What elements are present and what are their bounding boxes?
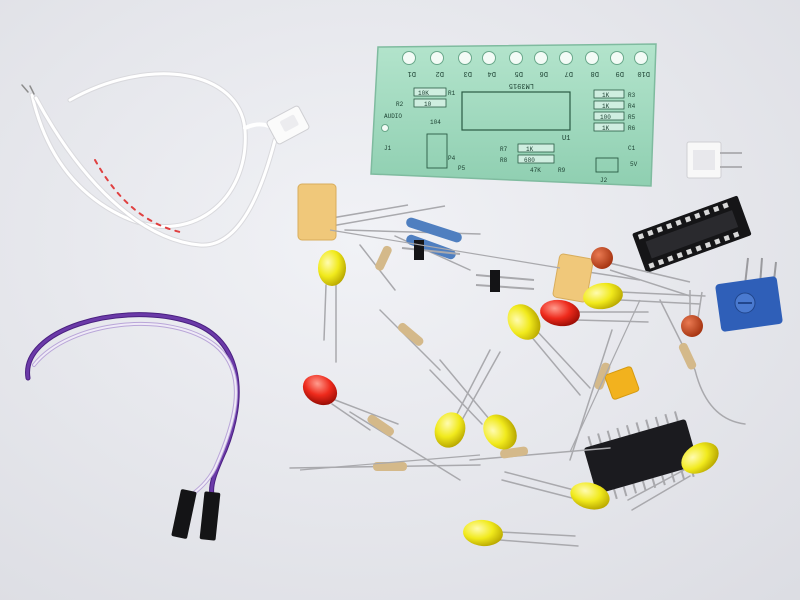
pcb-label-d8: D8 [591, 69, 599, 77]
pcb-u1-label: U1 [562, 135, 570, 143]
pcb-label-r8: R8 [500, 157, 508, 164]
pcb-label-r3: R3 [628, 92, 636, 99]
pcb-label-d9: D9 [616, 69, 624, 77]
pcb-value-47k: 47K [530, 167, 541, 174]
pcb-label-d10: D10 [637, 69, 650, 77]
pcb-board: D1 D2 D3 D4 D5 D6 D7 D8 D9 D10 LM3915 U1… [370, 43, 657, 187]
resistor-beige-6 [569, 329, 613, 461]
led-labels: D1 D2 D3 D4 D5 D6 D7 D8 D9 D10 [408, 69, 650, 77]
led-yellow-3 [429, 359, 517, 450]
pcb-label-r7: R7 [500, 146, 508, 153]
resistor-beige-4 [289, 462, 481, 471]
led-yellow-8 [627, 442, 719, 511]
pcb-j1-label: J1 [384, 145, 392, 152]
resistor-beige-1 [359, 244, 396, 291]
lm3915-chip [584, 411, 698, 502]
pcb-c1-label: C1 [628, 145, 636, 152]
pcb-value-1k-c: 1K [602, 125, 610, 132]
led-pads [402, 51, 648, 65]
pcb-label-d3: D3 [464, 69, 472, 77]
led-yellow-1 [318, 250, 346, 363]
pcb-label-r5: R5 [628, 114, 636, 121]
pcb-value-1k-d: 1K [526, 146, 534, 153]
resistor-beige-3 [349, 411, 461, 481]
resistor-footprints-right: 1K R3 1K R4 100 R5 1K R6 C1 [593, 89, 636, 152]
pcb-value-10: 10 [424, 101, 432, 108]
ceramic-capacitors [591, 247, 703, 337]
component-leads [299, 229, 641, 471]
led-yellow-6 [501, 471, 610, 510]
led-yellow-2 [434, 349, 501, 448]
pcb-label-d2: D2 [436, 69, 444, 77]
pcb-p5-label: P5 [458, 165, 466, 172]
jumper-wires [25, 312, 240, 498]
white-cable [21, 71, 278, 248]
jumper-cap [604, 366, 640, 400]
dupont-connectors [171, 489, 221, 541]
ceramic-capacitor-1 [591, 247, 691, 297]
pcb-chip-label: LM3915 [509, 81, 534, 89]
pcb-audio-label: AUDIO [384, 113, 402, 120]
leds [302, 250, 719, 547]
pcb-value-680: 680 [524, 157, 535, 164]
pcb-label-d4: D4 [488, 69, 496, 77]
film-capacitors [297, 183, 641, 303]
pcb-label-r9: R9 [558, 167, 566, 174]
film-capacitor-1 [297, 183, 446, 241]
cable-connector [266, 105, 310, 145]
pcb-value-1k-b: 1K [602, 103, 610, 110]
pin-header [475, 270, 535, 292]
film-capacitor-2 [552, 253, 641, 303]
resistor-beige-7 [659, 299, 746, 425]
led-yellow-4 [507, 304, 591, 396]
pcb-value-100: 100 [600, 114, 611, 121]
pin-header-small [401, 240, 461, 260]
resistor-beige-5 [469, 446, 611, 461]
pcb-value-10k: 10K [418, 90, 429, 97]
led-yellow-7 [463, 519, 579, 547]
pcb-label-r2: R2 [396, 101, 404, 108]
ic-footprint [461, 91, 571, 131]
resistor-footprints-left: 10K R1 10 R2 AUDIO 104 J1 [384, 87, 456, 152]
bottom-footprints: 1K 680 R7 R8 47K R9 P4 P5 J2 5V [426, 133, 638, 184]
led-red-1 [302, 374, 399, 431]
pcb-label-r6: R6 [628, 125, 636, 132]
resistor-beige-2 [379, 309, 441, 371]
pcb-value-1k-a: 1K [602, 92, 610, 99]
pcb-5v-label: 5V [630, 161, 638, 168]
pcb-label-d5: D5 [515, 69, 523, 77]
trimmer-potentiometer [715, 257, 783, 332]
pcb-label-d1: D1 [408, 69, 416, 77]
led-yellow-5 [583, 282, 706, 310]
pcb-value-104: 104 [430, 119, 441, 126]
pcb-mount-hole [381, 124, 389, 132]
pcb-label-d6: D6 [540, 69, 548, 77]
ic-socket [632, 195, 752, 273]
led-red-2 [540, 299, 649, 327]
pcb-label-r4: R4 [628, 103, 636, 110]
jst-connector [686, 141, 742, 179]
resistor-blue-1 [344, 217, 481, 243]
pcb-p4-label: P4 [448, 155, 456, 162]
pcb-label-r1: R1 [448, 90, 456, 97]
pcb-j2-label: J2 [600, 177, 608, 184]
pcb-label-d7: D7 [565, 69, 573, 77]
